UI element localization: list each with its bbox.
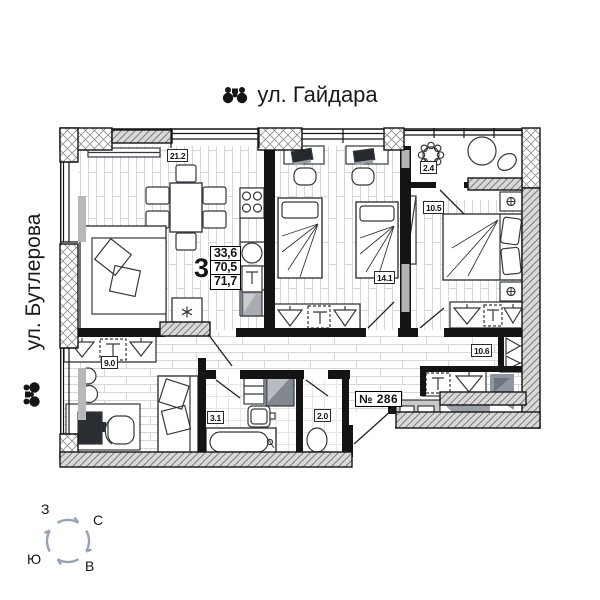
window-sills bbox=[78, 196, 86, 420]
chair bbox=[202, 210, 227, 229]
walls bbox=[59, 127, 541, 468]
chair bbox=[145, 186, 170, 205]
room-area-label-wc: 2.0 bbox=[314, 409, 331, 422]
chair bbox=[175, 164, 197, 183]
compass-letter-east: В bbox=[85, 558, 95, 574]
nightstand bbox=[499, 191, 523, 212]
room-area-label-hallway: 10.6 bbox=[471, 344, 493, 357]
room-area-label-bedroom-master: 10.5 bbox=[423, 201, 445, 214]
binoculars-icon bbox=[23, 382, 46, 408]
windows bbox=[60, 128, 522, 435]
daybed bbox=[157, 375, 199, 457]
rooms-count: 3 bbox=[193, 252, 211, 283]
apartment-number-plate: № 286 bbox=[355, 391, 403, 408]
room-area-label-balcony: 2.4 bbox=[420, 161, 437, 174]
single-bed bbox=[277, 197, 323, 279]
room-area-label-bedroom-children: 14.1 bbox=[374, 271, 396, 284]
total-area-value: 71,7 bbox=[210, 274, 241, 290]
nightstand bbox=[499, 281, 523, 302]
apartment-spec: 3 33,6 70,5 71,7 bbox=[193, 245, 241, 290]
binoculars-icon bbox=[223, 87, 248, 104]
compass-letter-west: З bbox=[41, 501, 50, 517]
dining-table bbox=[169, 182, 203, 233]
chair bbox=[175, 232, 197, 251]
wall-piers bbox=[401, 150, 410, 312]
chair bbox=[497, 152, 517, 172]
street-name-top: ул. Гайдара bbox=[257, 82, 378, 107]
wardrobe bbox=[271, 303, 361, 331]
asterisk-symbol bbox=[171, 297, 203, 326]
compass-rose bbox=[43, 516, 92, 566]
kitchen-sink bbox=[241, 242, 263, 264]
exterior-wall-crosshatch bbox=[59, 127, 541, 461]
laptop-icon bbox=[290, 147, 314, 166]
sink bbox=[247, 405, 276, 428]
living-area-value: 33,6 bbox=[210, 245, 241, 262]
office-chair bbox=[104, 415, 135, 445]
room-area-label-living-kitchen: 21.2 bbox=[167, 149, 189, 162]
round-table bbox=[467, 136, 497, 166]
furniture-office bbox=[63, 335, 199, 457]
street-label-top: ул. Гайдара bbox=[0, 82, 600, 108]
laptop-icon bbox=[352, 147, 376, 166]
compass-letter-south: Ю bbox=[27, 551, 42, 567]
washing-machine bbox=[265, 375, 295, 407]
exterior-wall-hatch bbox=[59, 129, 541, 468]
kitchen-appliances bbox=[239, 187, 265, 317]
chair bbox=[351, 167, 375, 186]
furniture-bedroom-children bbox=[271, 145, 399, 331]
chair bbox=[293, 167, 317, 186]
double-bed bbox=[442, 213, 523, 281]
chair bbox=[202, 186, 227, 205]
single-bed bbox=[355, 201, 399, 279]
wardrobe bbox=[449, 301, 525, 329]
compass-letter-north: С bbox=[93, 512, 104, 528]
door-swings bbox=[207, 189, 465, 445]
room-area-label-office: 9.0 bbox=[101, 356, 118, 369]
corner-sofa bbox=[79, 225, 167, 331]
street-label-left: ул. Бутлерова bbox=[22, 214, 46, 351]
shelf-cabinet bbox=[243, 377, 265, 405]
street-name-left: ул. Бутлерова bbox=[22, 213, 45, 351]
room-area-label-bathroom: 3.1 bbox=[207, 411, 224, 424]
